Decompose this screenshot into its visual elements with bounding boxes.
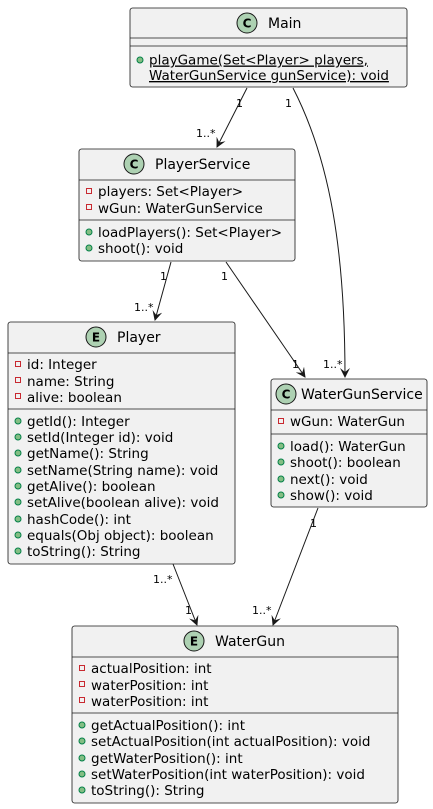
private-visibility-icon [79,681,85,687]
public-visibility-icon [14,482,22,490]
public-visibility-icon [85,228,93,236]
public-visibility-icon [78,786,86,794]
public-visibility-icon [14,498,22,506]
entity-stereotype-icon [183,630,205,652]
entity-stereotype-glyph: E [92,331,100,345]
method-text: setId(Integer id): void [27,430,173,446]
field-text: id: Integer [27,357,97,373]
edge-main-to-watergunservice: 1 1..* [285,87,350,378]
multiplicity-label: 1..* [153,573,173,586]
public-visibility-icon [277,491,285,499]
field-text: actualPosition: int [91,661,212,677]
method-text: setWaterPosition(int waterPosition): voi… [91,767,365,783]
public-visibility-icon [78,770,86,778]
method-text: load(): WaterGun [290,439,406,455]
field-text: wGun: WaterGun [290,414,405,430]
edge-playerservice-to-player: 1 1..* [134,261,172,321]
public-visibility-icon [14,417,22,425]
method-text: getAlive(): boolean [27,479,156,495]
method-text: loadPlayers(): Set<Player> [98,225,282,241]
private-visibility-icon [15,393,21,399]
class-stereotype-icon [275,383,297,405]
class-name: Player [117,330,161,346]
class-stereotype-icon [236,12,258,34]
public-visibility-icon [14,531,22,539]
method-text: toString(): String [91,783,205,799]
private-visibility-icon [15,361,21,367]
method-text: next(): void [290,472,368,488]
multiplicity-label: 1 [185,604,192,617]
multiplicity-label: 1 [310,517,317,530]
public-visibility-icon [14,466,22,474]
public-visibility-icon [14,515,22,523]
public-visibility-icon [277,442,285,450]
edge-watergunservice-to-watergun: 1 1..* [252,507,319,626]
public-visibility-icon [78,737,86,745]
class-playerservice[interactable]: C PlayerService players: Set<Player> wGu… [78,148,296,262]
multiplicity-label: 1..* [196,127,216,140]
private-visibility-icon [79,697,85,703]
public-visibility-icon [14,449,22,457]
public-visibility-icon [14,433,22,441]
method-text: hashCode(): int [27,512,131,528]
public-visibility-icon [78,754,86,762]
multiplicity-label: 1..* [134,301,154,314]
method-text: shoot(): boolean [290,455,401,471]
method-text: getName(): String [27,446,149,462]
field-text: name: String [27,374,114,390]
edge-main-to-playerservice: 1 1..* [196,87,248,148]
multiplicity-label: 1 [160,270,167,283]
class-main[interactable]: C Main playGame(Set<Player> players, Wat… [129,7,408,88]
method-text: setName(String name): void [27,463,218,479]
field-text: waterPosition: int [91,694,208,710]
field-text: players: Set<Player> [98,184,243,200]
method-text: toString(): String [27,544,141,560]
field-text: waterPosition: int [91,678,208,694]
private-visibility-icon [86,204,92,210]
public-visibility-icon [85,244,93,252]
private-visibility-icon [278,418,284,424]
field-text: wGun: WaterGunService [98,201,263,217]
method-text: setActualPosition(int actualPosition): v… [91,734,370,750]
private-visibility-icon [79,665,85,671]
multiplicity-label: 1..* [323,358,343,371]
field-text: alive: boolean [27,390,122,406]
method-text: getId(): Integer [27,414,130,430]
method-text: equals(Obj object): boolean [27,528,214,544]
class-name: WaterGunService [301,387,423,403]
edge-player-to-watergun: 1..* 1 [153,563,199,626]
multiplicity-label: 1 [292,358,299,371]
class-stereotype-icon [123,153,145,175]
multiplicity-label: 1 [285,97,292,110]
class-stereotype-glyph: C [243,17,252,31]
class-watergun[interactable]: E WaterGun actualPosition: int waterPosi… [71,625,399,804]
private-visibility-icon [86,188,92,194]
private-visibility-icon [15,377,21,383]
method-text: getActualPosition(): int [91,718,245,734]
class-name: PlayerService [155,157,250,173]
method-text: show(): void [290,488,373,504]
public-visibility-icon [136,56,144,64]
method-text: getWaterPosition(): int [91,751,243,767]
public-visibility-icon [14,547,22,555]
entity-stereotype-glyph: E [190,635,198,649]
multiplicity-label: 1 [221,270,228,283]
class-name: Main [268,16,301,32]
multiplicity-label: 1 [236,97,243,110]
multiplicity-label: 1..* [252,604,272,617]
class-stereotype-glyph: C [282,388,291,402]
public-visibility-icon [277,475,285,483]
class-name: WaterGun [215,634,285,650]
class-player[interactable]: E Player id: Integer name: String alive:… [7,321,236,565]
class-watergunservice[interactable]: C WaterGunService wGun: WaterGun load():… [270,378,428,508]
method-text: shoot(): void [98,241,183,257]
method-text: setAlive(boolean alive): void [27,495,219,511]
entity-stereotype-icon [85,326,107,348]
method-text: WaterGunService gunService): void [149,68,389,84]
public-visibility-icon [78,721,86,729]
public-visibility-icon [277,458,285,466]
edge-playerservice-to-watergunservice: 1 1 [221,261,306,378]
class-stereotype-glyph: C [130,158,139,172]
method-text: playGame(Set<Player> players, [149,53,368,69]
